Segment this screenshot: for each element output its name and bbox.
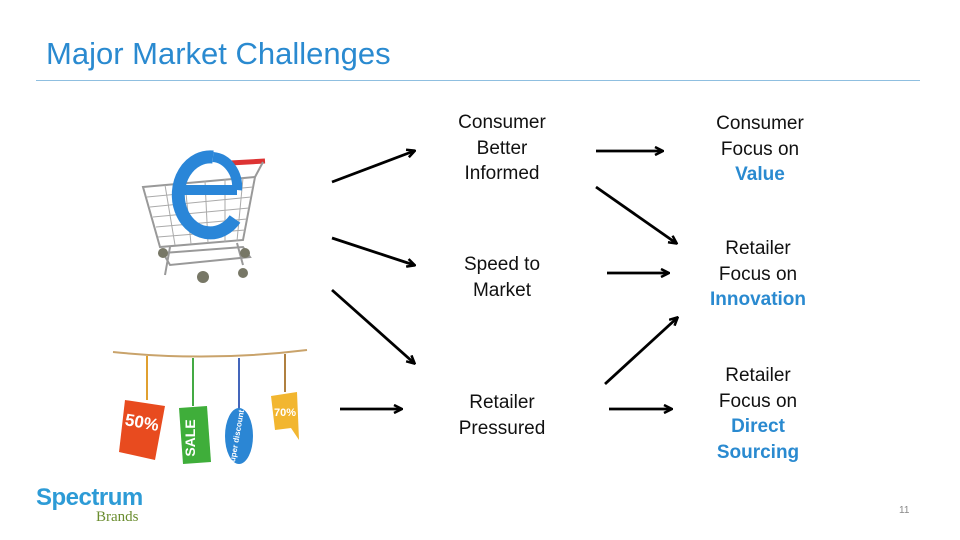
node-line: Pressured	[458, 417, 546, 439]
svg-text:SALE: SALE	[182, 419, 198, 456]
cart-image	[125, 135, 285, 290]
tag-sale: SALE	[179, 406, 211, 464]
node-line: Informed	[464, 163, 540, 184]
logo-secondary: Brands	[96, 509, 139, 525]
arrow-cart-to-speed	[331, 236, 414, 265]
arrow-informed-to-innovation	[595, 185, 676, 243]
node-focus-direct-sourcing: Retailer Focus on Direct Sourcing	[688, 363, 828, 465]
node-line: Consumer	[458, 112, 546, 133]
e-icon	[171, 150, 243, 240]
node-retailer-pressured: Retailer Pressured	[432, 390, 572, 441]
page-number: 11	[899, 505, 910, 516]
node-highlight: Innovation	[709, 289, 807, 310]
node-line: Market	[472, 279, 532, 301]
node-highlight: Value	[735, 164, 785, 185]
node-line: Retailer	[725, 238, 791, 259]
node-consumer-better-informed: Consumer Better Informed	[432, 110, 572, 187]
title-divider	[36, 80, 920, 81]
node-highlight: Sourcing	[716, 441, 800, 463]
spectrum-brands-logo: Spectrum Brands	[36, 484, 143, 525]
node-line: Focus on	[718, 390, 798, 412]
tag-50-percent: 50%	[119, 400, 165, 460]
node-highlight: Direct	[731, 416, 785, 437]
logo-primary: Spectrum	[36, 484, 143, 511]
svg-text:70%: 70%	[274, 407, 296, 419]
arrow-cart-to-informed	[331, 151, 414, 184]
node-line: Consumer	[716, 113, 804, 134]
node-focus-innovation: Retailer Focus on Innovation	[688, 236, 828, 313]
slide-title: Major Market Challenges	[46, 36, 391, 71]
tag-super-discount: Super discount	[225, 408, 253, 468]
node-focus-value: Consumer Focus on Value	[690, 111, 830, 188]
node-line: Focus on	[718, 263, 798, 285]
arrow-cart-to-pressured	[331, 288, 414, 363]
node-line: Retailer	[469, 392, 535, 413]
node-speed-to-market: Speed to Market	[432, 252, 572, 303]
node-line: Retailer	[725, 365, 791, 386]
node-line: Better	[476, 137, 528, 159]
tag-70-percent: 70%	[271, 392, 299, 440]
node-line: Focus on	[720, 138, 800, 160]
sale-tags-image: 50% SALE Super discount 70%	[105, 340, 315, 470]
arrow-pressured-to-innovation	[604, 318, 677, 386]
node-line: Speed to	[463, 254, 541, 275]
